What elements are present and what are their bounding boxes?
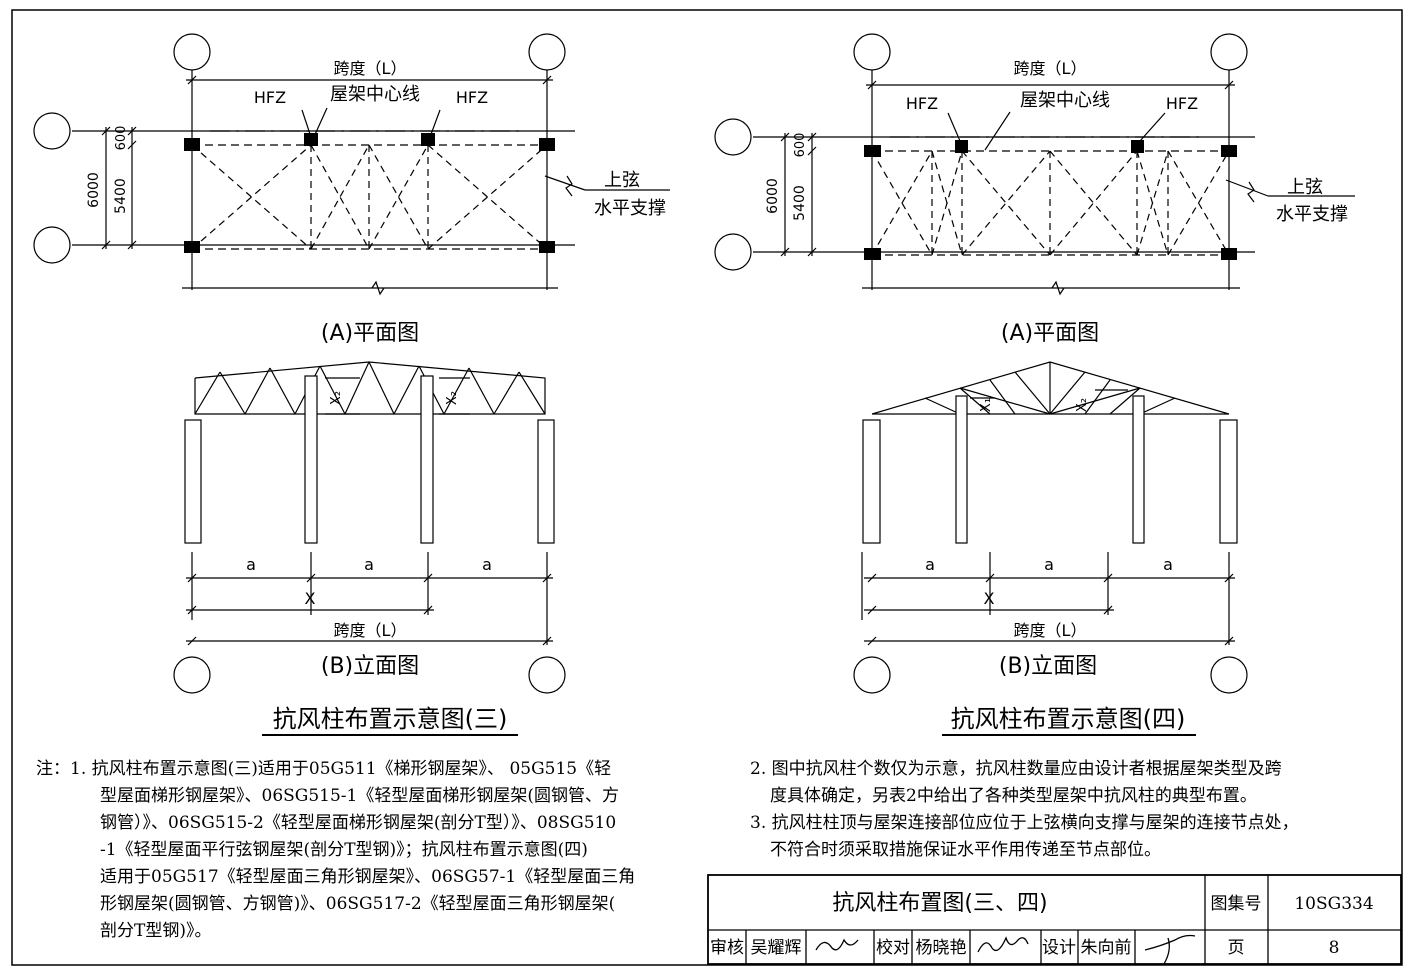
design-label: 设计 — [1042, 938, 1076, 958]
right-dim-a: a — [1044, 555, 1054, 574]
left-dim-6000: 6000 — [86, 172, 102, 208]
left-brace-label-2: 水平支撑 — [594, 198, 666, 219]
designer-name: 朱向前 — [1081, 938, 1132, 958]
check-label: 校对 — [876, 938, 910, 958]
note-1-line: -1《轻型屋面平行弦钢屋架(剖分T型钢)》；抗风柱布置示意图(四) — [100, 840, 588, 860]
right-brace-label-1: 上弦 — [1287, 177, 1323, 198]
axis-bubble — [714, 233, 752, 271]
left-dim-5400: 5400 — [113, 178, 129, 214]
right-elev-span-label: 跨度（L） — [1014, 621, 1087, 640]
right-dim-6000: 6000 — [765, 178, 781, 214]
right-plan-span-label: 跨度（L） — [1014, 59, 1087, 78]
left-elev-span-label: 跨度（L） — [334, 621, 407, 640]
left-x2-label: X₂ — [329, 391, 344, 405]
left-diagram-title: 抗风柱布置示意图(三) — [273, 705, 508, 733]
note-2-line: 2. 图中抗风柱个数仅为示意，抗风柱数量应由设计者根据屋架类型及跨 — [750, 759, 1282, 779]
left-dim-a: a — [364, 555, 374, 574]
axis-bubble — [173, 33, 211, 71]
right-center-line-label: 屋架中心线 — [1020, 90, 1110, 111]
checker-name: 杨晓艳 — [916, 938, 967, 958]
right-dim-a: a — [925, 555, 935, 574]
sheet-border — [11, 9, 1403, 966]
axis-bubble — [714, 118, 752, 156]
left-diagram — [33, 33, 670, 694]
page-label: 页 — [1228, 938, 1245, 958]
axis-bubble — [33, 226, 71, 264]
designer-signature — [1144, 934, 1196, 965]
note-1-line: 适用于05G517《轻型屋面三角形钢屋架》、06SG57-1《轻型屋面三角 — [100, 867, 636, 887]
left-dim-a: a — [482, 555, 492, 574]
right-hfz-label: HFZ — [906, 94, 938, 113]
left-x2-label: X₂ — [445, 391, 460, 405]
right-elev-caption: (B)立面图 — [999, 654, 1097, 679]
left-center-line-label: 屋架中心线 — [330, 84, 420, 105]
note-1-line: 钢管）》、06SG515-2《轻型屋面梯形钢屋架(剖分T型）》、08SG510 — [100, 813, 617, 833]
left-elev-caption: (B)立面图 — [321, 654, 419, 679]
note-1-line: 型屋面梯形钢屋架》、06SG515-1《轻型屋面梯形钢屋架(圆钢管、方 — [100, 786, 619, 806]
review-label: 审核 — [710, 938, 744, 958]
left-plan-caption: (A)平面图 — [321, 321, 419, 346]
axis-bubble — [173, 656, 211, 694]
right-dim-x: X — [984, 589, 995, 608]
atlas-label: 图集号 — [1211, 894, 1262, 914]
page-number: 8 — [1329, 938, 1340, 958]
right-brace-label-2: 水平支撑 — [1276, 204, 1348, 225]
right-x1-label: X₁ — [979, 398, 994, 412]
note-1-line: 形钢屋架(圆钢管、方钢管)》、06SG517-2《轻型屋面三角形钢屋架( — [100, 894, 616, 914]
left-brace-label-1: 上弦 — [604, 170, 640, 191]
note-1-line: 注：1. 抗风柱布置示意图(三)适用于05G511《梯形钢屋架》、 05G515… — [36, 759, 612, 779]
drawing-title: 抗风柱布置图(三、四) — [832, 891, 1047, 916]
note-1-line: 剖分T型钢)》。 — [100, 921, 212, 941]
axis-bubble — [33, 112, 71, 150]
right-hfz-label: HFZ — [1166, 94, 1198, 113]
note-3-line: 不符合时须采取措施保证水平作用传递至节点部位。 — [770, 840, 1161, 860]
left-dim-600: 600 — [114, 126, 129, 151]
right-dim-600: 600 — [793, 133, 808, 158]
left-plan-span-label: 跨度（L） — [334, 59, 407, 78]
right-diagram-title: 抗风柱布置示意图(四) — [951, 705, 1186, 733]
notes-prefix: 注： — [36, 759, 70, 779]
title-block — [707, 874, 1402, 965]
right-diagram — [714, 33, 1355, 694]
left-dim-x: X — [305, 589, 316, 608]
atlas-number: 10SG334 — [1294, 894, 1373, 914]
note-2-line: 度具体确定，另表2中给出了各种类型屋架中抗风柱的典型布置。 — [770, 786, 1257, 806]
checker-signature — [977, 936, 1029, 953]
left-dim-a: a — [246, 555, 256, 574]
right-plan-caption: (A)平面图 — [1001, 321, 1099, 346]
axis-bubble — [1210, 33, 1248, 71]
right-dim-5400: 5400 — [792, 185, 808, 221]
note-3-line: 3. 抗风柱柱顶与屋架连接部位应位于上弦横向支撑与屋架的连接节点处， — [750, 813, 1299, 833]
notes-right: 2. 图中抗风柱个数仅为示意，抗风柱数量应由设计者根据屋架类型及跨 度具体确定，… — [750, 756, 1370, 864]
axis-bubble — [1210, 656, 1248, 694]
axis-bubble — [853, 33, 891, 71]
left-hfz-label: HFZ — [456, 88, 488, 107]
right-x2-label: X₂ — [1075, 398, 1090, 412]
right-dim-a: a — [1163, 555, 1173, 574]
reviewer-name: 吴耀辉 — [751, 938, 802, 958]
reviewer-signature — [815, 938, 859, 951]
axis-bubble — [528, 33, 566, 71]
left-hfz-label: HFZ — [254, 88, 286, 107]
notes-left: 注：1. 抗风柱布置示意图(三)适用于05G511《梯形钢屋架》、 05G515… — [36, 756, 676, 945]
axis-bubble — [853, 656, 891, 694]
axis-bubble — [528, 656, 566, 694]
